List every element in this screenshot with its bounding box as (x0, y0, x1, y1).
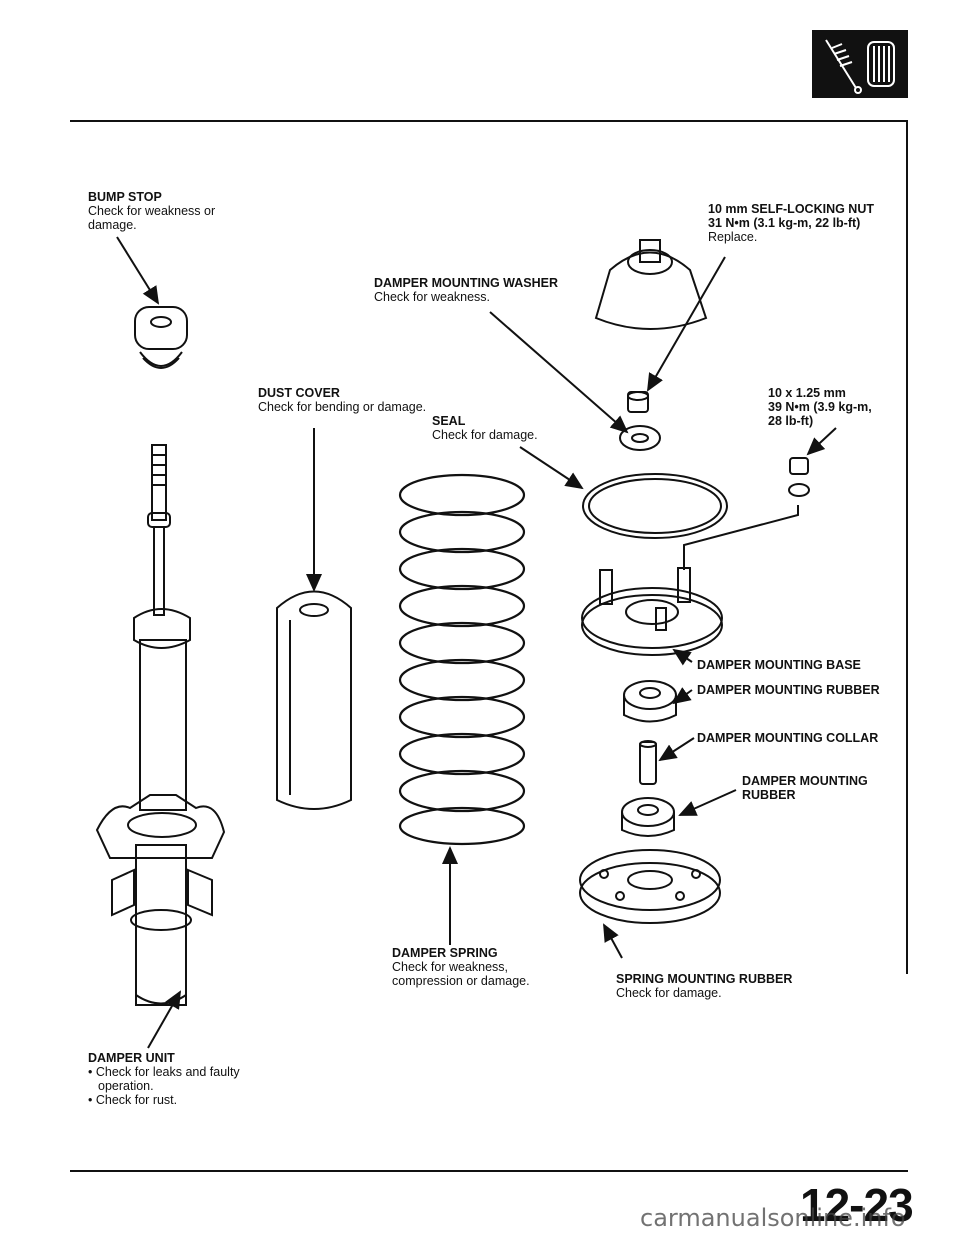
damper-unit-title: DAMPER UNIT (88, 1051, 175, 1065)
bolt-torque-2: 28 lb-ft) (768, 414, 814, 428)
suspension-strut-icon (812, 30, 908, 98)
seal-title: SEAL (432, 414, 466, 428)
damper-mounting-rubber-2-part (621, 797, 675, 837)
bump-stop-label: BUMP STOP Check for weakness or damage. (88, 190, 215, 232)
page-number: 12-23 (800, 1179, 914, 1231)
seal-note: Check for damage. (432, 428, 538, 442)
bump-stop-title: BUMP STOP (88, 190, 162, 204)
damper-mounting-base-label: DAMPER MOUNTING BASE (697, 658, 861, 672)
damper-mounting-washer-part (594, 239, 708, 330)
mount-base-title: DAMPER MOUNTING BASE (697, 658, 861, 672)
damper-mounting-collar-label: DAMPER MOUNTING COLLAR (697, 731, 878, 745)
dust-cover-label: DUST COVER Check for bending or damage. (258, 386, 426, 414)
bolt-nut-part (788, 457, 810, 497)
damper-spring-label: DAMPER SPRING Check for weakness, compre… (392, 946, 530, 988)
damper-unit-part (95, 444, 226, 1006)
seal-label: SEAL Check for damage. (432, 414, 538, 442)
spring-note-2: compression or damage. (392, 974, 530, 988)
damper-mounting-base-part (581, 567, 723, 656)
damper-unit-note-2: operation. (98, 1079, 154, 1093)
damper-unit-note-3: • Check for rust. (88, 1093, 178, 1107)
mount-rubber-2-title-2: RUBBER (742, 788, 796, 802)
spring-rubber-note: Check for damage. (616, 986, 722, 1000)
dust-cover-note: Check for bending or damage. (258, 400, 427, 414)
damper-mounting-washer-label: DAMPER MOUNTING WASHER Check for weaknes… (374, 276, 558, 304)
spring-title: DAMPER SPRING (392, 946, 498, 960)
bump-stop-note-1: Check for weakness or (88, 204, 216, 218)
dust-cover-part (276, 590, 352, 810)
nut-torque: 31 N•m (3.1 kg-m, 22 lb-ft) (708, 216, 861, 230)
self-locking-nut-part (627, 391, 649, 413)
mount-rubber-title: DAMPER MOUNTING RUBBER (697, 683, 880, 697)
damper-spring-part (398, 473, 526, 846)
spring-mounting-rubber-label: SPRING MOUNTING RUBBER Check for damage. (616, 972, 792, 1000)
content-frame (70, 120, 908, 974)
damper-unit-note-1: • Check for leaks and faulty (88, 1065, 240, 1079)
bump-stop-note-2: damage. (88, 218, 137, 232)
mount-rubber-2-title-1: DAMPER MOUNTING (742, 774, 868, 788)
washer-note: Check for weakness. (374, 290, 491, 304)
site-watermark[interactable]: carmanualsonline.info (640, 1204, 906, 1232)
bolt-title: 10 x 1.25 mm (768, 386, 846, 400)
spring-note-1: Check for weakness, (392, 960, 509, 974)
self-locking-nut-label: 10 mm SELF-LOCKING NUT 31 N•m (3.1 kg-m,… (708, 202, 874, 244)
damper-mounting-rubber-part (623, 680, 677, 723)
damper-mounting-rubber-label: DAMPER MOUNTING RUBBER (697, 683, 880, 697)
nut-note: Replace. (708, 230, 758, 244)
spring-mounting-rubber-part (579, 849, 721, 924)
damper-mounting-collar-part (639, 740, 657, 785)
bottom-rule (70, 1170, 908, 1172)
seal-ring-part (582, 473, 728, 539)
seal-washer-part (619, 425, 661, 451)
washer-title: DAMPER MOUNTING WASHER (374, 276, 559, 290)
bolt-torque-label: 10 x 1.25 mm 39 N•m (3.9 kg-m, 28 lb-ft) (768, 386, 872, 428)
bump-stop-part (134, 306, 188, 369)
bolt-torque-1: 39 N•m (3.9 kg-m, (768, 400, 872, 414)
nut-title: 10 mm SELF-LOCKING NUT (708, 202, 874, 216)
damper-mounting-rubber-2-label: DAMPER MOUNTING RUBBER (742, 774, 868, 802)
damper-unit-label: DAMPER UNIT • Check for leaks and faulty… (88, 1051, 240, 1107)
dust-cover-title: DUST COVER (258, 386, 340, 400)
mount-collar-title: DAMPER MOUNTING COLLAR (697, 731, 879, 745)
spring-rubber-title: SPRING MOUNTING RUBBER (616, 972, 793, 986)
